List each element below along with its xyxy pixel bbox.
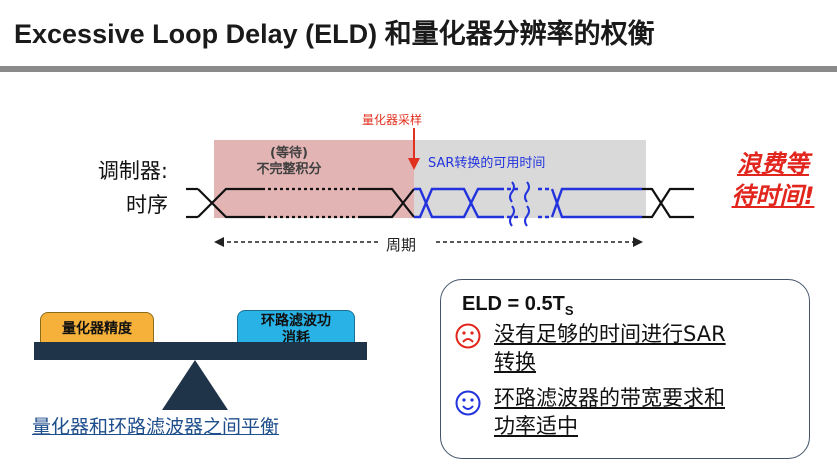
wait-region-label: (等待) 不完整积分 xyxy=(214,146,364,178)
eld-title-main: ELD = 0.5T xyxy=(462,293,565,315)
title-divider xyxy=(0,66,837,72)
sar-available-time-label: SAR转换的可用时间 xyxy=(428,156,546,171)
loop-filter-label-line1: 环路滤波功 xyxy=(261,313,331,329)
period-arrow xyxy=(214,237,643,247)
black-bus-waveform xyxy=(186,187,694,219)
wait-label-line2: 不完整积分 xyxy=(256,162,322,177)
modulator-label-line2: 时序 xyxy=(126,193,168,217)
waste-line1: 浪费等 xyxy=(737,150,809,178)
balance-beam xyxy=(34,342,367,360)
eld-summary-box xyxy=(440,279,810,459)
smiley-face-icon xyxy=(455,390,481,416)
period-label: 周期 xyxy=(386,236,417,254)
eld-title-subscript: S xyxy=(564,303,574,318)
waste-line2: 待时间! xyxy=(731,182,815,210)
balance-fulcrum xyxy=(162,360,228,410)
balance-caption: 量化器和环路滤波器之间平衡 xyxy=(32,416,280,438)
wasted-wait-time-callout: 浪费等 待时间! xyxy=(718,148,828,212)
quantizer-sample-label: 量化器采样 xyxy=(362,113,423,127)
eld-benefit-line2: 功率适中 xyxy=(494,414,578,438)
modulator-timing-label: 调制器: 时序 xyxy=(68,154,168,222)
modulator-label-line1: 调制器: xyxy=(97,159,168,183)
blue-bus-waveform xyxy=(414,187,642,219)
wait-label-line1: (等待) xyxy=(270,146,308,161)
sample-arrow xyxy=(408,128,420,170)
sad-face-icon xyxy=(455,323,481,349)
eld-drawback-line2: 转换 xyxy=(494,350,536,374)
eld-benefit-line1: 环路滤波器的带宽要求和 xyxy=(494,386,725,410)
wait-region xyxy=(214,140,414,218)
slide-title: Excessive Loop Delay (ELD) 和量化器分辨率的权衡 xyxy=(14,19,655,49)
quantizer-precision-label: 量化器精度 xyxy=(62,321,132,337)
eld-drawback-text: 没有足够的时间进行SAR 转换 xyxy=(494,320,794,376)
break-marks xyxy=(509,181,530,227)
sar-region xyxy=(414,140,646,218)
eld-title: ELD = 0.5TS xyxy=(462,293,573,318)
eld-drawback-line1: 没有足够的时间进行SAR xyxy=(494,322,726,346)
eld-benefit-text: 环路滤波器的带宽要求和 功率适中 xyxy=(494,384,794,440)
